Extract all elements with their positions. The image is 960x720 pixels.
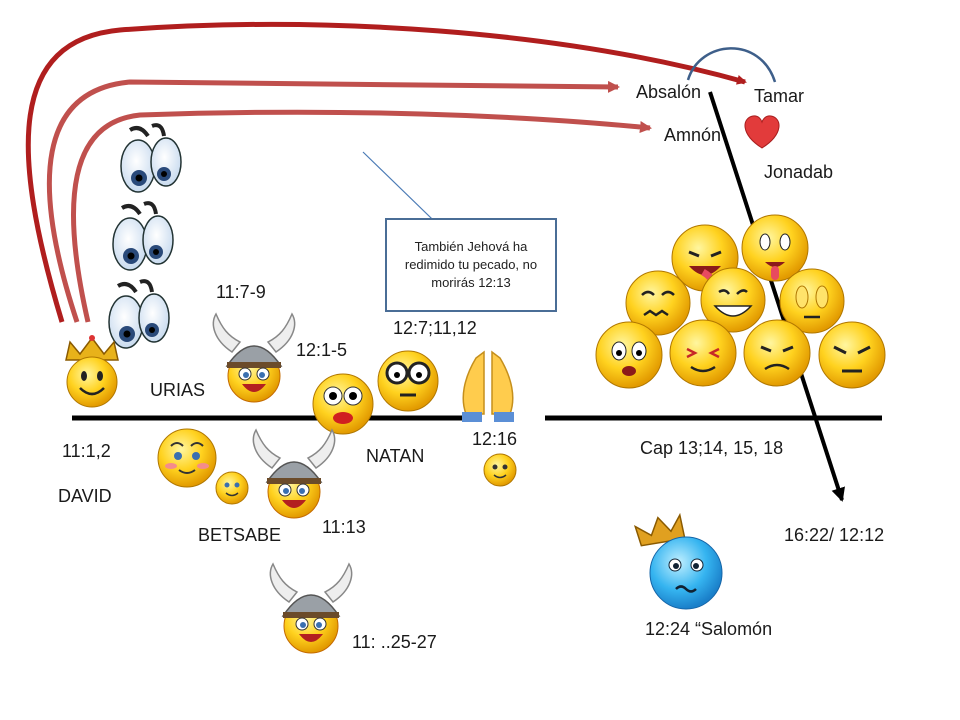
smiley-group-icon	[595, 214, 886, 389]
label-david: DAVID	[58, 486, 112, 506]
nerd-emoji-icon	[377, 350, 439, 412]
label-natan: NATAN	[366, 446, 425, 466]
blushing-emoji-icon	[483, 453, 517, 487]
label-absalon: Absalón	[636, 82, 702, 102]
label-tamar: Tamar	[754, 86, 805, 106]
label-ref-11-25-27: 11: ..25-27	[352, 632, 437, 652]
label-jonadab: Jonadab	[764, 162, 834, 182]
blushing-emoji-icon	[157, 428, 217, 488]
arrow-david-to-absalon	[46, 79, 620, 323]
crowned-blue-emoji-icon	[633, 512, 723, 610]
arrow-16-22	[708, 91, 845, 502]
viking-emoji-icon	[269, 562, 353, 654]
label-urias: URIAS	[150, 380, 206, 400]
crowned-smiley-icon	[65, 335, 119, 408]
label-amnon: Amnón	[664, 125, 722, 145]
praying-hands-icon	[462, 350, 514, 422]
eyes-icon	[108, 123, 182, 349]
arc-absalon-tamar	[686, 47, 777, 83]
callout-text: También Jehová ha redimido tu pecado, no…	[404, 239, 538, 290]
label-ref-12-1-5: 12:1-5	[296, 340, 348, 360]
label-ref-16-22: 16:22/ 12:12	[784, 525, 885, 545]
viking-emoji-icon	[252, 428, 336, 519]
label-betsabe: BETSABE	[198, 525, 282, 545]
heart-icon	[744, 115, 780, 149]
viking-emoji-icon	[212, 312, 296, 403]
label-ref-11-1-2: 11:1,2	[62, 441, 111, 461]
arrow-david-to-tamar	[25, 21, 747, 323]
label-ref-12-7-11-12: 12:7;11,12	[393, 318, 477, 338]
label-ref-12-24: 12:24 “Salomón	[645, 619, 773, 639]
callout-box: También Jehová ha redimido tu pecado, no…	[385, 218, 557, 312]
blushing-emoji-icon	[215, 471, 249, 505]
label-ref-11-7-9: 11:7-9	[216, 282, 266, 302]
label-cap-13: Cap 13;14, 15, 18	[640, 438, 784, 458]
arrow-david-to-amnon	[71, 109, 652, 323]
shocked-emoji-icon	[312, 373, 374, 435]
label-ref-11-13: 11:13	[322, 517, 366, 537]
label-ref-12-16: 12:16	[472, 429, 518, 449]
